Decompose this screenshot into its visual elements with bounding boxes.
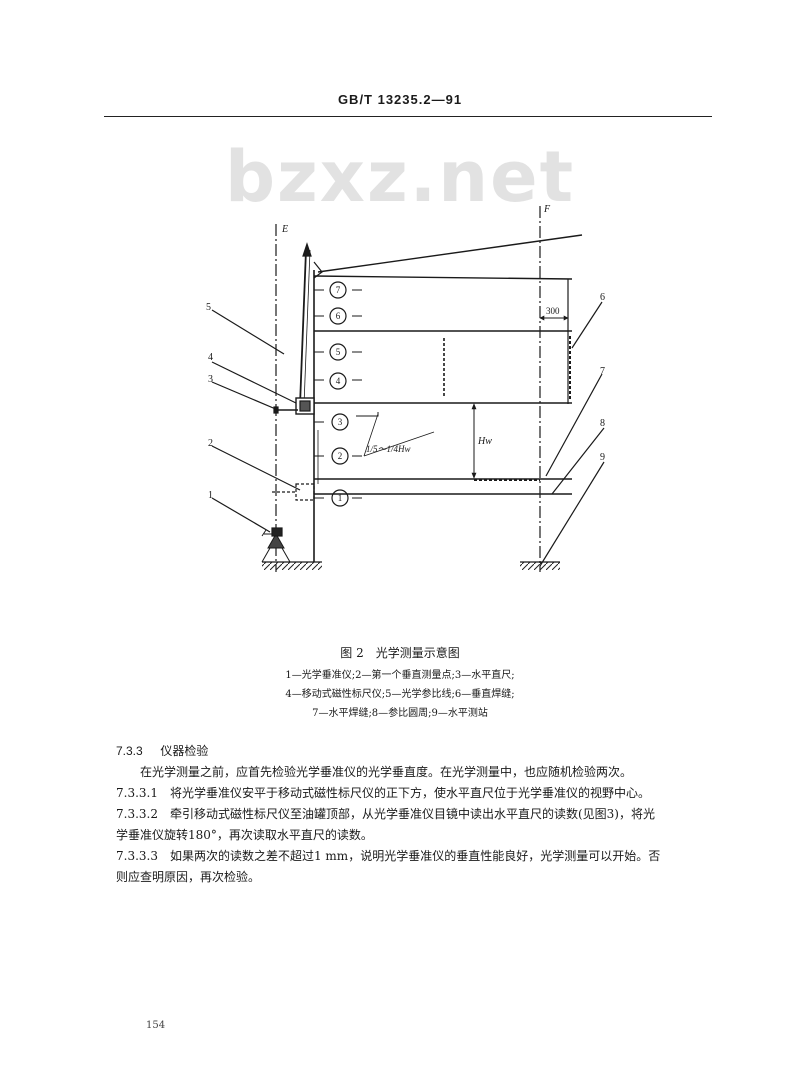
circle-label-3: 3	[338, 417, 343, 427]
circle-label-7: 7	[336, 285, 341, 295]
station-circle-2	[331, 447, 349, 465]
section-heading: 7.3.3 仪器检验	[116, 742, 208, 759]
header-rule	[104, 116, 712, 117]
circle-label-1: 1	[338, 493, 343, 503]
tank-roof-line	[317, 234, 583, 273]
callout-5: 5	[206, 302, 211, 313]
section-number: 7.3.3	[116, 744, 143, 758]
station-circle-4	[329, 372, 347, 390]
paragraph-7332-line-1: 7.3.3.2 牵引移动式磁性标尺仪至油罐顶部，从光学垂准仪目镜中读出水平直尺的…	[116, 807, 655, 821]
standard-number-header: GB/T 13235.2—91	[337, 92, 463, 107]
optical-plumb-instrument	[267, 532, 285, 549]
paragraph-7333-line-1: 7.3.3.3 如果两次的读数之差不超过1 mm，说明光学垂准仪的垂直性能良好，…	[116, 849, 661, 863]
station-circle-7	[329, 281, 347, 299]
circle-label-6: 6	[336, 311, 341, 321]
ratio-label: 1/5～1/4Hw	[366, 444, 411, 454]
optical-measurement-diagram: E F 300 1/5～1/4Hw Hw 7 6 5 4 3 2 1 5 4 3…	[206, 204, 605, 572]
figure-legend-line-1: 1—光学垂准仪;2—第一个垂直测量点;3—水平直尺;	[285, 670, 515, 681]
callout-7: 7	[600, 366, 605, 377]
figure-legend-line-3: 7—水平焊缝;8—参比圆周;9—水平测站	[312, 708, 488, 719]
optical-reference-line	[299, 249, 307, 406]
callout-4: 4	[208, 352, 213, 363]
figure-legend-line-2: 4—移动式磁性标尺仪;5—光学参比线;6—垂直焊缝;	[285, 689, 515, 700]
paragraph-7333-line-2: 则应查明原因，再次检验。	[116, 870, 261, 884]
dimension-300: 300	[546, 306, 560, 316]
watermark: bzxz.net	[224, 136, 576, 218]
section-title: 仪器检验	[160, 744, 209, 758]
circle-label-4: 4	[336, 376, 341, 386]
figure-title: 图 2 光学测量示意图	[340, 646, 460, 660]
label-e: E	[281, 224, 288, 235]
callout-8: 8	[600, 418, 605, 429]
callout-9: 9	[600, 452, 605, 463]
paragraph-7332-line-2: 学垂准仪旋转180°，再次读取水平直尺的读数。	[116, 828, 373, 842]
hw-label: Hw	[477, 436, 492, 447]
label-f: F	[543, 204, 551, 215]
page-number: 154	[146, 1020, 166, 1031]
paragraph-intro: 在光学测量之前，应首先检验光学垂准仪的光学垂直度。在光学测量中，也应随机检验两次…	[140, 765, 633, 779]
first-measuring-point	[295, 483, 315, 501]
station-circle-1	[331, 489, 349, 507]
station-circle-5	[329, 343, 347, 361]
callout-1: 1	[208, 490, 213, 501]
circle-label-2: 2	[338, 451, 343, 461]
paragraph-7331: 7.3.3.1 将光学垂准仪安平于移动式磁性标尺仪的正下方，使水平直尺位于光学垂…	[116, 786, 650, 800]
ground-hatch-left	[262, 562, 322, 570]
callout-2: 2	[208, 438, 213, 449]
callout-3: 3	[208, 374, 213, 385]
station-circle-3	[331, 413, 349, 431]
callout-6: 6	[600, 292, 605, 303]
station-circle-6	[329, 307, 347, 325]
circle-label-5: 5	[336, 347, 341, 357]
